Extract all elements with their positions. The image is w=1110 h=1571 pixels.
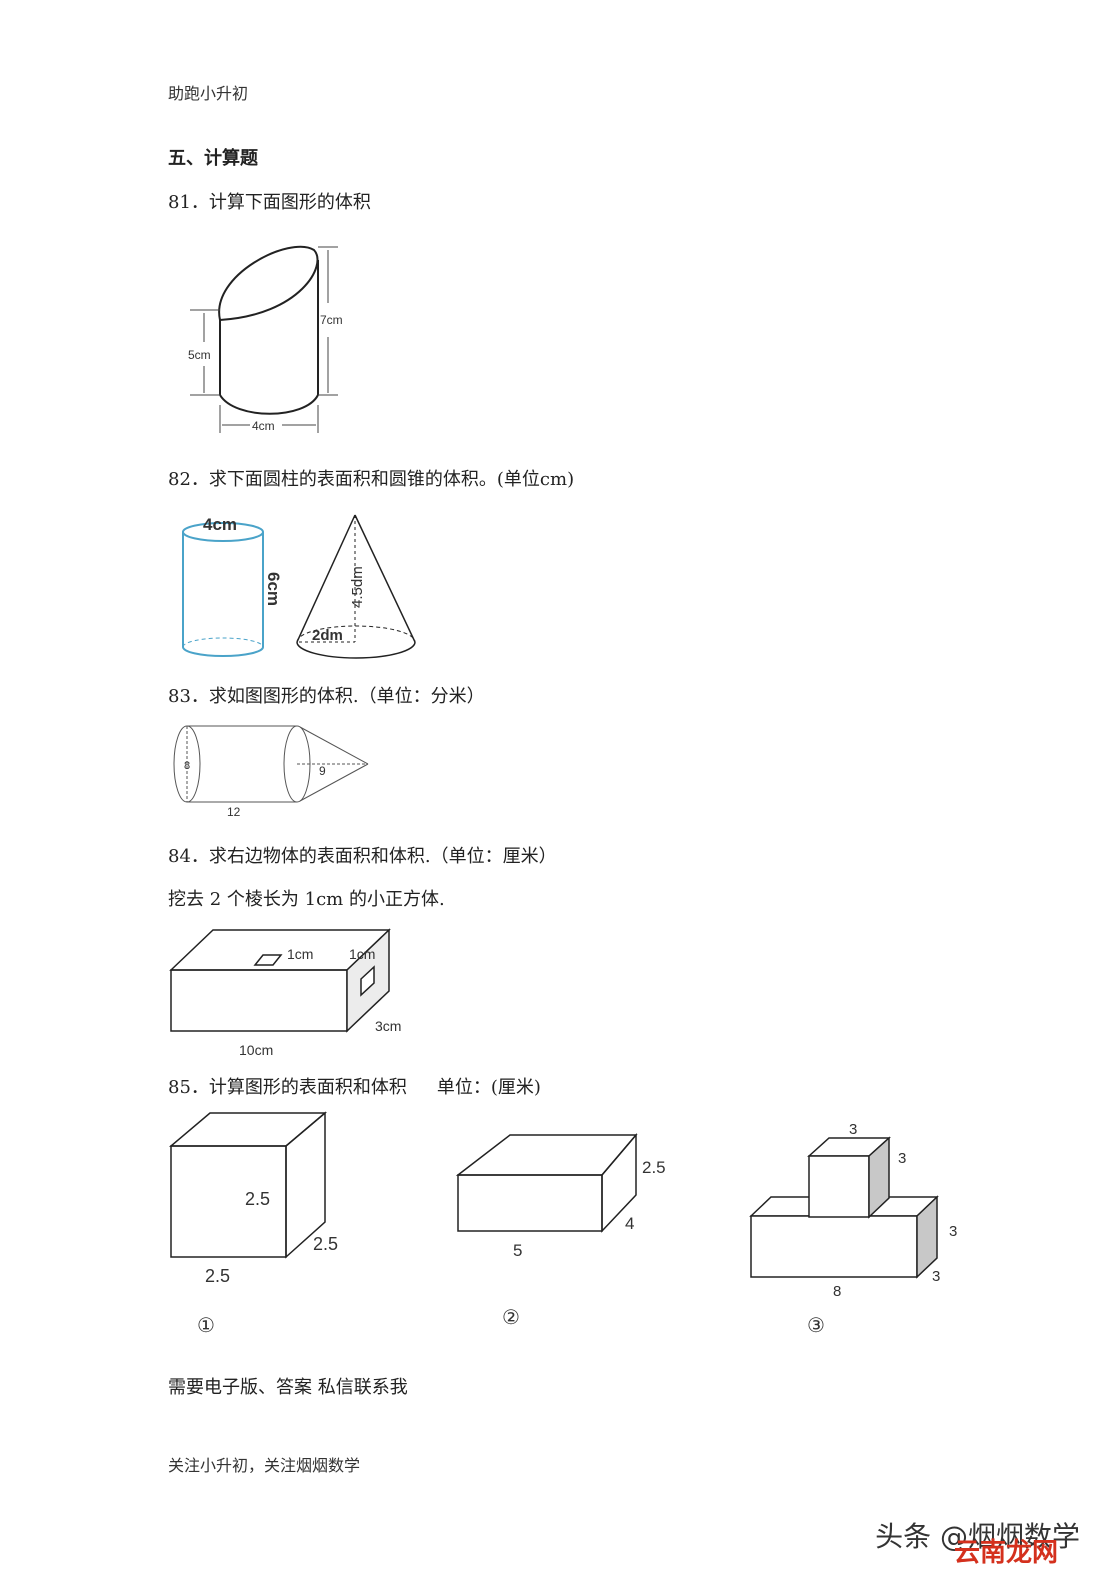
question-82-number: 82． xyxy=(168,469,209,490)
label-85-2-depth: 4 xyxy=(625,1214,634,1233)
label-83-diameter: 8 xyxy=(184,760,190,772)
question-83-text: 求如图图形的体积.（单位：分米） xyxy=(208,686,485,707)
label-85-3-base-length: 8 xyxy=(833,1283,841,1300)
question-85: 85．计算图形的表面积和体积 单位：(厘米) xyxy=(168,1073,541,1099)
mark-85-3: ③ xyxy=(807,1315,825,1337)
label-84-length: 10cm xyxy=(239,1042,273,1058)
figure-81-slanted-cylinder: 5cm 7cm 4cm xyxy=(188,245,343,433)
page-footer: 关注小升初，关注烟烟数学 xyxy=(168,1456,361,1475)
figure-83-cylinder-with-cone: 8 9 12 xyxy=(173,725,369,819)
question-81-text: 计算下面图形的体积 xyxy=(208,192,371,213)
label-85-3-base-height: 3 xyxy=(949,1223,957,1240)
figure-85-1-cube: 2.5 2.5 2.5 ① xyxy=(168,1111,338,1337)
label-81-diameter: 4cm xyxy=(252,419,275,433)
question-82: 82．求下面圆柱的表面积和圆锥的体积。(单位cm) xyxy=(168,465,574,491)
mark-85-1: ① xyxy=(197,1315,215,1337)
figure-82-cylinder-and-cone: 4cm 6cm 4.5dm 2dm xyxy=(182,514,416,659)
page-header: 助跑小升初 xyxy=(168,84,249,103)
question-85-number: 85． xyxy=(168,1077,209,1098)
label-82-cone-radius: 2dm xyxy=(312,627,343,644)
question-83: 83．求如图图形的体积.（单位：分米） xyxy=(168,682,485,708)
label-82-cylinder-height: 6cm xyxy=(264,572,283,606)
label-84-depth: 3cm xyxy=(375,1018,401,1034)
question-82-text: 求下面圆柱的表面积和圆锥的体积。(单位cm) xyxy=(208,469,575,490)
question-84: 84．求右边物体的表面积和体积.（单位：厘米） xyxy=(168,842,557,868)
label-84-side-cube: 1cm xyxy=(349,946,375,962)
label-82-cone-height: 4.5dm xyxy=(349,566,366,608)
section-title: 五、计算题 xyxy=(168,148,258,169)
label-83-length: 12 xyxy=(227,805,241,819)
question-85-unit: 单位：(厘米) xyxy=(436,1077,541,1098)
label-82-cylinder-diameter: 4cm xyxy=(203,515,237,534)
label-81-left-height: 5cm xyxy=(188,348,211,362)
watermark: 头条 @烟烟数学 xyxy=(875,1520,1080,1553)
label-85-1-depth: 2.5 xyxy=(313,1234,338,1254)
mark-85-2: ② xyxy=(502,1307,520,1329)
label-85-2-length: 5 xyxy=(513,1241,522,1260)
label-85-3-base-depth: 3 xyxy=(932,1268,940,1285)
question-84-text: 求右边物体的表面积和体积.（单位：厘米） xyxy=(208,846,557,867)
watermark-overlay: 云南龙网 xyxy=(953,1538,1058,1568)
label-85-2-height: 2.5 xyxy=(642,1158,666,1177)
label-85-1-width: 2.5 xyxy=(205,1266,230,1286)
label-83-cone-height: 9 xyxy=(319,764,326,778)
question-81-number: 81． xyxy=(168,192,209,213)
question-84-number: 84． xyxy=(168,846,209,867)
label-85-1-height: 2.5 xyxy=(245,1189,270,1209)
question-84-subtext: 挖去 2 个棱长为 1cm 的小正方体. xyxy=(168,889,445,910)
question-81: 81．计算下面图形的体积 xyxy=(168,188,371,214)
contact-note: 需要电子版、答案 私信联系我 xyxy=(168,1377,408,1398)
question-85-text: 计算图形的表面积和体积 xyxy=(208,1077,407,1098)
figure-85-3-stacked-cuboids: 3 3 3 3 8 ③ xyxy=(749,1121,957,1337)
label-85-3-top-height: 3 xyxy=(898,1150,906,1167)
question-83-number: 83． xyxy=(168,686,209,707)
figure-84-cuboid-with-cutouts: 1cm 1cm 3cm 10cm xyxy=(169,928,401,1058)
label-81-right-height: 7cm xyxy=(320,313,343,327)
label-85-3-top-width: 3 xyxy=(849,1121,857,1138)
figure-85-2-cuboid: 2.5 4 5 ② xyxy=(455,1132,666,1329)
label-84-top-cube: 1cm xyxy=(287,946,313,962)
